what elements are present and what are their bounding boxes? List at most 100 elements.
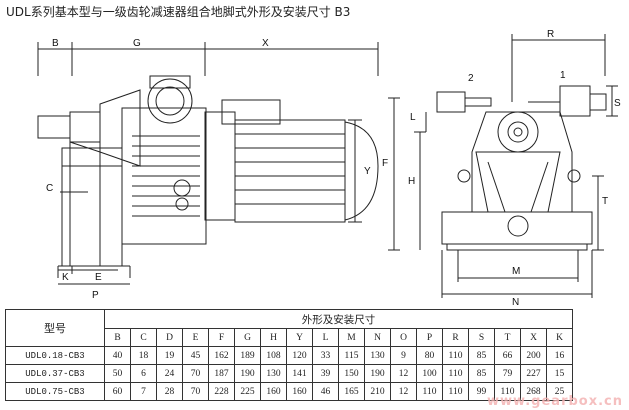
value-cell: 9: [390, 346, 417, 365]
label-B: B: [52, 38, 59, 49]
value-cell: 70: [182, 382, 209, 401]
label-K: K: [62, 272, 69, 283]
column-header-row: B C D E F G H Y L M N O P R S T X K: [6, 328, 573, 347]
value-cell: 227: [520, 364, 547, 383]
col-header: N: [364, 328, 391, 347]
value-cell: 190: [234, 364, 261, 383]
label-H: H: [408, 176, 415, 187]
col-header: D: [156, 328, 183, 347]
value-cell: 79: [494, 364, 521, 383]
value-cell: 24: [156, 364, 183, 383]
label-M: M: [512, 266, 520, 277]
label-E: E: [95, 272, 102, 283]
value-cell: 60: [104, 382, 131, 401]
value-cell: 210: [364, 382, 391, 401]
value-cell: 130: [364, 346, 391, 365]
label-T: T: [602, 196, 608, 207]
value-cell: 16: [546, 346, 573, 365]
model-header: 型号: [5, 309, 105, 347]
page-title: UDL系列基本型与一级齿轮减速器组合地脚式外形及安装尺寸 B3: [6, 5, 351, 19]
col-header: M: [338, 328, 365, 347]
value-cell: 18: [130, 346, 157, 365]
value-cell: 66: [494, 346, 521, 365]
value-cell: 110: [442, 346, 469, 365]
value-cell: 108: [260, 346, 287, 365]
value-cell: 160: [260, 382, 287, 401]
value-cell: 189: [234, 346, 261, 365]
value-cell: 141: [286, 364, 313, 383]
col-header: B: [104, 328, 131, 347]
label-N: N: [512, 297, 519, 308]
label-1: 1: [560, 70, 566, 81]
model-cell: UDL0.75-CB3: [5, 382, 105, 401]
value-cell: 50: [104, 364, 131, 383]
label-C: C: [46, 183, 53, 194]
value-cell: 115: [338, 346, 365, 365]
value-cell: 12: [390, 382, 417, 401]
value-cell: 85: [468, 364, 495, 383]
value-cell: 100: [416, 364, 443, 383]
value-cell: 19: [156, 346, 183, 365]
value-cell: 130: [260, 364, 287, 383]
label-L: L: [410, 112, 416, 123]
value-cell: 12: [390, 364, 417, 383]
col-header: K: [546, 328, 573, 347]
dimension-drawing: B G X C Y K E P: [37, 29, 621, 308]
model-cell: UDL0.18-CB3: [5, 346, 105, 365]
value-cell: 187: [208, 364, 235, 383]
value-cell: 7: [130, 382, 157, 401]
value-cell: 110: [442, 382, 469, 401]
value-cell: 25: [546, 382, 573, 401]
value-cell: 190: [364, 364, 391, 383]
col-header: H: [260, 328, 287, 347]
col-header: L: [312, 328, 339, 347]
value-cell: 225: [234, 382, 261, 401]
value-cell: 120: [286, 346, 313, 365]
label-2: 2: [468, 73, 474, 84]
col-header: G: [234, 328, 261, 347]
value-cell: 228: [208, 382, 235, 401]
value-cell: 85: [468, 346, 495, 365]
label-R: R: [547, 29, 554, 40]
value-cell: 45: [182, 346, 209, 365]
label-F: F: [382, 158, 388, 169]
col-header: F: [208, 328, 235, 347]
label-S: S: [614, 98, 621, 109]
value-cell: 268: [520, 382, 547, 401]
col-header: O: [390, 328, 417, 347]
watermark: www.gearbox.cn: [487, 394, 623, 409]
value-cell: 160: [286, 382, 313, 401]
model-cell: UDL0.37-CB3: [5, 364, 105, 383]
value-cell: 6: [130, 364, 157, 383]
value-cell: 15: [546, 364, 573, 383]
value-cell: 40: [104, 346, 131, 365]
value-cell: 110: [416, 382, 443, 401]
label-P: P: [92, 290, 99, 301]
value-cell: 110: [442, 364, 469, 383]
dimension-table: 型号 外形及安装尺寸 B C D E F G H Y L M N O P R S…: [5, 309, 573, 401]
value-cell: 165: [338, 382, 365, 401]
col-header: X: [520, 328, 547, 347]
value-cell: 80: [416, 346, 443, 365]
col-header: C: [130, 328, 157, 347]
col-header: P: [416, 328, 443, 347]
label-X: X: [262, 38, 269, 49]
value-cell: 150: [338, 364, 365, 383]
label-G: G: [133, 38, 141, 49]
col-header: R: [442, 328, 469, 347]
value-cell: 28: [156, 382, 183, 401]
value-cell: 200: [520, 346, 547, 365]
value-cell: 70: [182, 364, 209, 383]
value-cell: 39: [312, 364, 339, 383]
value-cell: 46: [312, 382, 339, 401]
col-header: Y: [286, 328, 313, 347]
value-cell: 33: [312, 346, 339, 365]
col-header: S: [468, 328, 495, 347]
col-header: T: [494, 328, 521, 347]
value-cell: 110: [494, 382, 521, 401]
value-cell: 162: [208, 346, 235, 365]
label-Y: Y: [364, 166, 371, 177]
